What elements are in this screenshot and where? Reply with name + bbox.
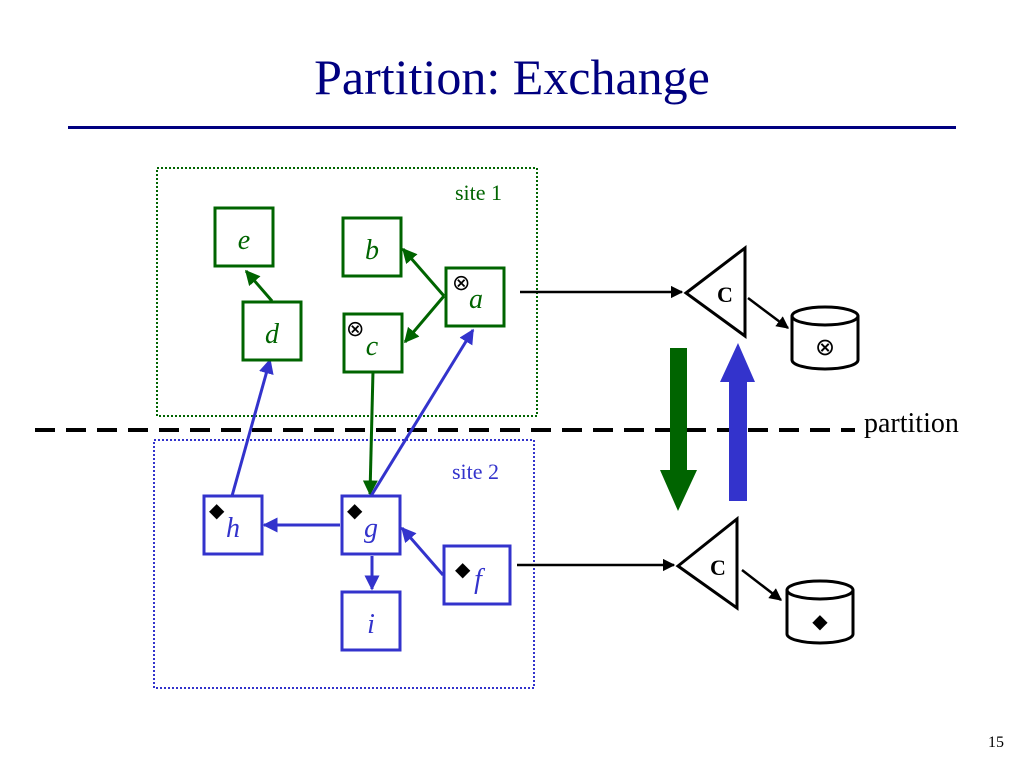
collector-2-label: C bbox=[710, 555, 726, 580]
node-g[interactable]: ◆ g bbox=[340, 494, 402, 556]
node-d-label: d bbox=[265, 319, 280, 350]
node-e-label: e bbox=[238, 225, 250, 256]
edge-a-c bbox=[403, 295, 446, 344]
node-c-label: c bbox=[366, 331, 379, 362]
page-number: 15 bbox=[988, 734, 1004, 751]
node-i-label: i bbox=[367, 609, 375, 640]
node-a-marker: ⊗ bbox=[452, 270, 470, 295]
node-c[interactable]: ⊗ c bbox=[342, 312, 404, 374]
collector-2[interactable]: C bbox=[675, 515, 739, 611]
edge-collector1-store1 bbox=[747, 297, 789, 329]
node-h[interactable]: ◆ h bbox=[202, 494, 264, 556]
node-c-marker: ⊗ bbox=[346, 316, 364, 341]
node-g-label: g bbox=[364, 513, 378, 544]
slide-title: Partition: Exchange bbox=[314, 49, 710, 105]
node-a-label: a bbox=[469, 284, 483, 315]
node-e[interactable]: e bbox=[213, 206, 275, 268]
edge-f-g bbox=[400, 526, 445, 576]
node-f-marker: ◆ bbox=[455, 559, 471, 581]
node-f[interactable]: ◆ f bbox=[442, 544, 512, 606]
title-underline bbox=[68, 126, 956, 129]
exchange-arrow-down-green bbox=[660, 348, 697, 511]
node-b[interactable]: b bbox=[341, 216, 403, 278]
exchange-arrow-up-blue bbox=[720, 343, 755, 501]
collector-1-label: C bbox=[717, 282, 733, 307]
edge-c-g bbox=[362, 370, 378, 496]
node-f-label: f bbox=[474, 564, 485, 595]
edge-collector2-store2 bbox=[741, 569, 782, 601]
partition-label: partition bbox=[864, 408, 959, 439]
edge-a-b bbox=[401, 247, 446, 297]
site2-label: site 2 bbox=[452, 459, 499, 484]
edge-h-d bbox=[230, 358, 274, 497]
store-2-marker: ◆ bbox=[812, 611, 828, 633]
store-1-marker: ⊗ bbox=[815, 335, 835, 361]
node-h-marker: ◆ bbox=[209, 500, 225, 522]
node-h-label: h bbox=[226, 513, 240, 544]
node-i[interactable]: i bbox=[340, 590, 402, 652]
store-2[interactable]: ◆ bbox=[785, 579, 855, 645]
edge-d-e bbox=[244, 269, 274, 302]
node-a[interactable]: ⊗ a bbox=[444, 266, 506, 328]
node-g-marker: ◆ bbox=[347, 500, 363, 522]
node-b-label: b bbox=[365, 235, 379, 266]
store-1[interactable]: ⊗ bbox=[790, 305, 860, 371]
site1-label: site 1 bbox=[455, 180, 502, 205]
edge-g-a bbox=[369, 328, 475, 497]
node-d[interactable]: d bbox=[241, 300, 303, 362]
collector-1[interactable]: C bbox=[683, 244, 747, 339]
